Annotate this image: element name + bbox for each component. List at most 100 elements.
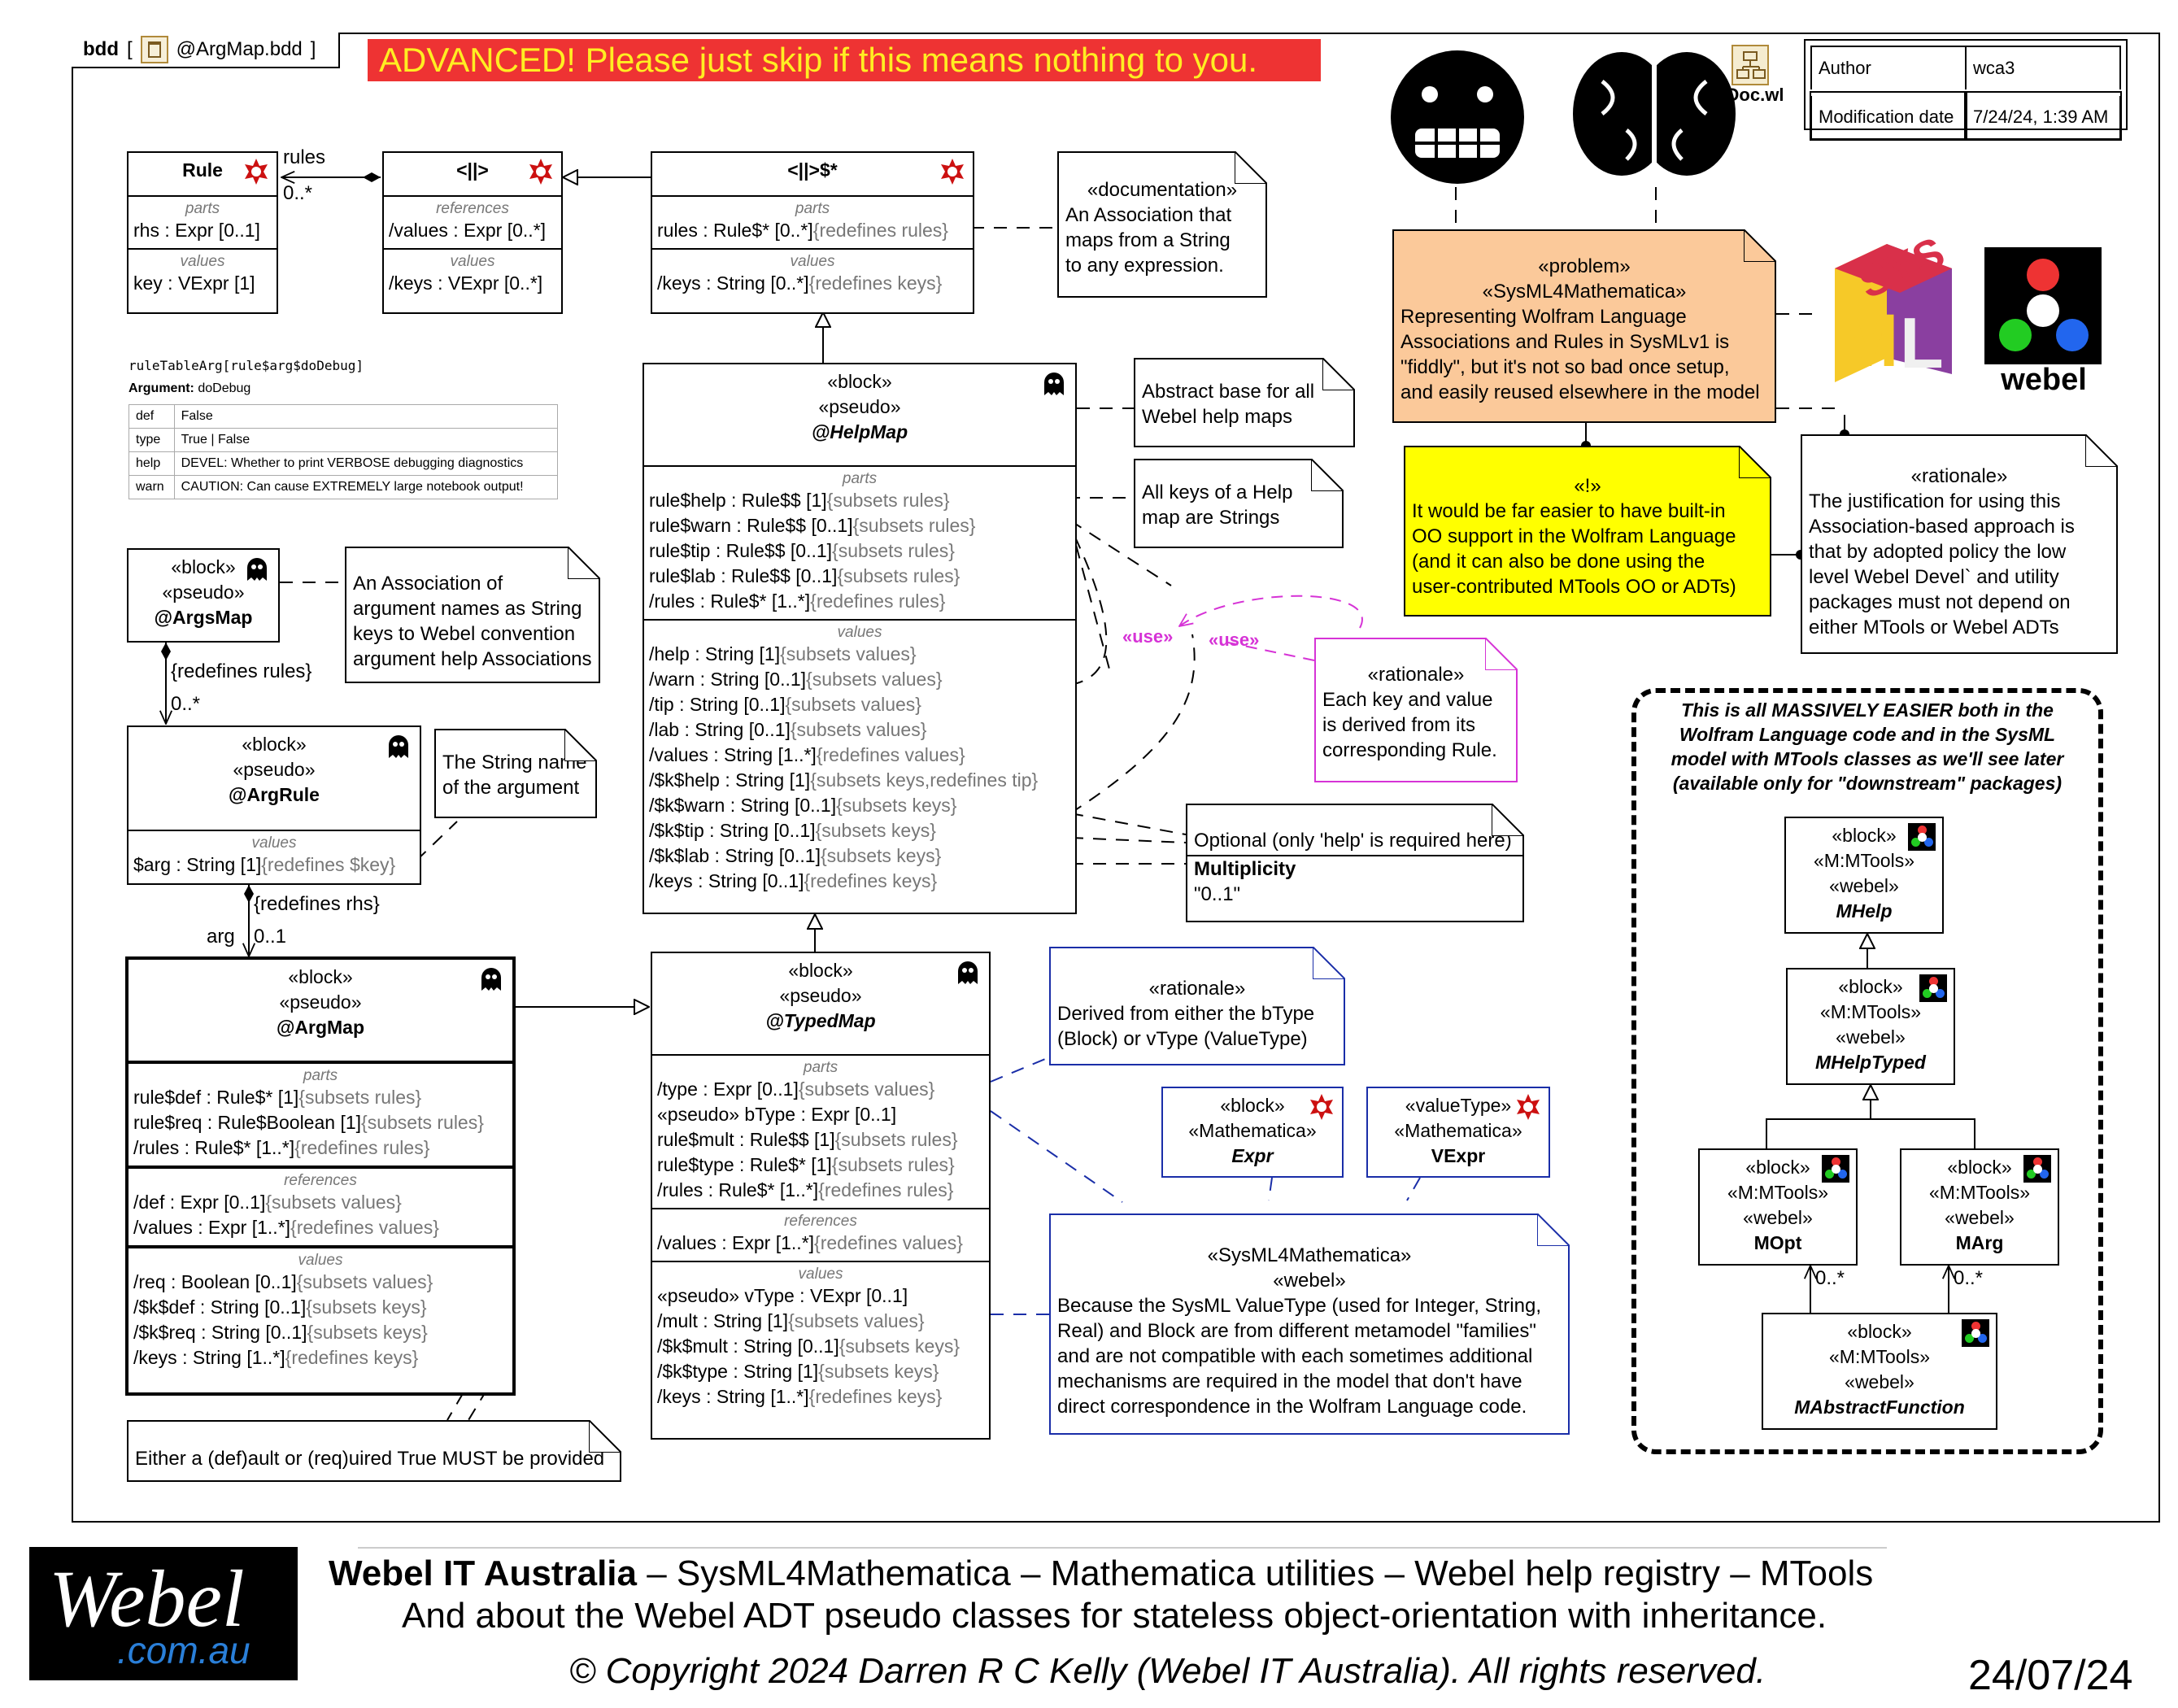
attribute[interactable]: rule$def : Rule$* [1]{subsets rules}: [133, 1085, 507, 1110]
attribute-sig: rule$type : Rule$* [1]: [657, 1154, 832, 1175]
attribute[interactable]: /keys : String [1..*]{redefines keys}: [657, 1384, 984, 1410]
attribute[interactable]: /$k$type : String [1]{subsets keys}: [657, 1359, 984, 1384]
attribute[interactable]: rule$req : Rule$Boolean [1]{subsets rule…: [133, 1110, 507, 1135]
note-line: is derived from its: [1322, 714, 1476, 736]
attribute-sig: /values : Expr [1..*]: [657, 1232, 815, 1253]
attribute[interactable]: rule$lab : Rule$$ [0..1]{subsets rules}: [649, 564, 1070, 589]
attribute[interactable]: /$k$help : String [1]{subsets keys,redef…: [649, 768, 1070, 793]
block-mhelptyped[interactable]: «block» «M:MTools» «webel» MHelpTyped: [1786, 968, 1955, 1085]
attribute[interactable]: /rules : Rule$* [1..*]{redefines rules}: [133, 1135, 507, 1161]
attribute-constraint: {subsets values}: [798, 1078, 935, 1100]
block-mhelp[interactable]: «block» «M:MTools» «webel» MHelp: [1784, 817, 1944, 934]
note-line: (and it can also be done using the: [1412, 551, 1705, 573]
note-rationale-blue[interactable]: «rationale» Derived from either the bTyp…: [1049, 947, 1345, 1065]
attribute[interactable]: /values : Expr [0..*]: [389, 220, 547, 241]
attribute[interactable]: rule$warn : Rule$$ [0..1]{subsets rules}: [649, 513, 1070, 538]
attribute[interactable]: /$k$mult : String [0..1]{subsets keys}: [657, 1334, 984, 1359]
attribute[interactable]: /type : Expr [0..1]{subsets values}: [657, 1077, 984, 1102]
block-argsmap[interactable]: «block» «pseudo» @ArgsMap: [127, 548, 280, 643]
attribute[interactable]: /rules : Rule$* [1..*]{redefines rules}: [649, 589, 1070, 614]
attribute[interactable]: /tip : String [0..1]{subsets values}: [649, 692, 1070, 717]
attribute[interactable]: /lab : String [0..1]{subsets values}: [649, 717, 1070, 743]
attribute[interactable]: /keys : String [0..1]{redefines keys}: [649, 869, 1070, 894]
attribute[interactable]: rule$mult : Rule$$ [1]{subsets rules}: [657, 1127, 984, 1152]
note-stereotype: «rationale»: [1148, 978, 1246, 1000]
attribute[interactable]: «pseudo» bType : Expr [0..1]: [657, 1102, 984, 1127]
frame-tab[interactable]: bdd [ @ArgMap.bdd ]: [72, 33, 340, 68]
mtools-region: This is all MASSIVELY EASIER both in the…: [1631, 688, 2103, 1454]
rules-multiplicity: 0..*: [283, 182, 313, 204]
attribute-sig: rule$req : Rule$Boolean [1]: [133, 1112, 362, 1133]
doc-wl-label[interactable]: Doc.wl: [1726, 85, 1784, 105]
block-argmap[interactable]: «block» «pseudo» @ArgMap parts rule$def …: [125, 956, 516, 1396]
stereotype: «Mathematica»: [1188, 1120, 1317, 1141]
attribute[interactable]: rule$tip : Rule$$ [0..1]{subsets rules}: [649, 538, 1070, 564]
attribute[interactable]: «pseudo» vType : VExpr [0..1]: [657, 1283, 984, 1309]
note-argsmap[interactable]: An Association of argument names as Stri…: [345, 547, 600, 683]
attribute[interactable]: /def : Expr [0..1]{subsets values}: [133, 1190, 507, 1215]
attribute[interactable]: /keys : String [0..*]{redefines keys}: [657, 271, 968, 296]
moddate-value: 7/24/24, 1:39 AM: [1963, 89, 2123, 141]
note-all-keys[interactable]: All keys of a Help map are Strings: [1134, 459, 1344, 548]
attribute[interactable]: rule$help : Rule$$ [1]{subsets rules}: [649, 488, 1070, 513]
stereotype: «webel»: [1829, 875, 1899, 896]
note-string-name[interactable]: The String name of the argument: [434, 729, 597, 818]
attribute[interactable]: rules : Rule$* [0..*]{redefines rules}: [657, 218, 968, 243]
attribute-constraint: {redefines keys}: [808, 1386, 943, 1407]
attribute[interactable]: /$k$lab : String [0..1]{subsets keys}: [649, 843, 1070, 869]
block-expr[interactable]: «block» «Mathematica» Expr: [1161, 1087, 1344, 1178]
note-documentation[interactable]: «documentation» An Association that maps…: [1057, 151, 1267, 298]
block-association[interactable]: <||> references/values : Expr [0..*] val…: [382, 151, 563, 314]
attribute-sig: /req : Boolean [0..1]: [133, 1271, 297, 1292]
block-helpmap[interactable]: «block» «pseudo» @HelpMap parts rule$hel…: [643, 363, 1077, 914]
block-mabstractfunction[interactable]: «block» «M:MTools» «webel» MAbstractFunc…: [1762, 1313, 1997, 1430]
attribute[interactable]: /rules : Rule$* [1..*]{redefines rules}: [657, 1178, 984, 1203]
note-abstract-base[interactable]: Abstract base for all Webel help maps: [1134, 358, 1355, 447]
attribute[interactable]: key : VExpr [1]: [133, 272, 255, 294]
note-either[interactable]: Either a (def)ault or (req)uired True MU…: [127, 1420, 621, 1482]
note-rationale-policy[interactable]: «rationale» The justification for using …: [1801, 434, 2118, 654]
attribute[interactable]: $arg : String [1]{redefines $key}: [133, 852, 415, 878]
attribute[interactable]: /keys : String [1..*]{redefines keys}: [133, 1345, 507, 1370]
attribute-constraint: {subsets keys,redefines tip}: [810, 769, 1039, 791]
webel-logo[interactable]: Webel .com.au: [29, 1547, 298, 1680]
note-line: Webel help maps: [1142, 406, 1292, 428]
attribute[interactable]: /$k$tip : String [0..1]{subsets keys}: [649, 818, 1070, 843]
block-mopt[interactable]: «block» «M:MTools» «webel» MOpt: [1698, 1148, 1858, 1266]
attribute-constraint: {subsets keys}: [820, 845, 942, 866]
attribute[interactable]: /values : Expr [1..*]{redefines values}: [657, 1231, 984, 1256]
table-cell: True | False: [173, 428, 559, 452]
block-name: @TypedMap: [765, 1010, 876, 1031]
block-typedmap[interactable]: «block» «pseudo» @TypedMap parts /type :…: [651, 952, 991, 1440]
attribute[interactable]: rule$type : Rule$* [1]{subsets rules}: [657, 1152, 984, 1178]
attribute[interactable]: /values : Expr [1..*]{redefines values}: [133, 1215, 507, 1240]
note-fold-icon: [1537, 1213, 1570, 1246]
block-marg[interactable]: «block» «M:MTools» «webel» MArg: [1900, 1148, 2059, 1266]
note-sysml4mathematica[interactable]: «SysML4Mathematica» «webel» Because the …: [1049, 1213, 1570, 1435]
attribute[interactable]: rhs : Expr [0..1]: [133, 220, 260, 241]
note-problem[interactable]: «problem» «SysML4Mathematica» Representi…: [1392, 229, 1776, 423]
compartment-caption: parts: [185, 200, 220, 217]
stereotype: «webel»: [1743, 1207, 1813, 1228]
note-rationale-pink[interactable]: «rationale» Each key and value is derive…: [1314, 638, 1518, 782]
block-vexpr[interactable]: «valueType» «Mathematica» VExpr: [1366, 1087, 1550, 1178]
attribute[interactable]: /warn : String [0..1]{subsets values}: [649, 667, 1070, 692]
attribute[interactable]: /keys : VExpr [0..*]: [389, 272, 543, 294]
compartment-caption: references: [784, 1213, 857, 1230]
note-exclamation[interactable]: «!» It would be far easier to have built…: [1404, 446, 1771, 617]
attribute[interactable]: /$k$def : String [0..1]{subsets keys}: [133, 1295, 507, 1320]
attribute[interactable]: /mult : String [1]{subsets values}: [657, 1309, 984, 1334]
attribute[interactable]: /req : Boolean [0..1]{subsets values}: [133, 1270, 507, 1295]
block-argrule[interactable]: «block» «pseudo» @ArgRule values$arg : S…: [127, 725, 421, 885]
note-fold-icon: [564, 729, 597, 761]
ghost-icon: [958, 961, 978, 984]
attribute[interactable]: /values : String [1..*]{redefines values…: [649, 743, 1070, 768]
attribute[interactable]: /help : String [1]{subsets values}: [649, 642, 1070, 667]
attribute-constraint: {subsets values}: [780, 643, 917, 664]
attribute[interactable]: /$k$req : String [0..1]{subsets keys}: [133, 1320, 507, 1345]
note-optional-multiplicity[interactable]: Optional (only 'help' is required here) …: [1186, 804, 1524, 922]
attribute[interactable]: /$k$warn : String [0..1]{subsets keys}: [649, 793, 1070, 818]
